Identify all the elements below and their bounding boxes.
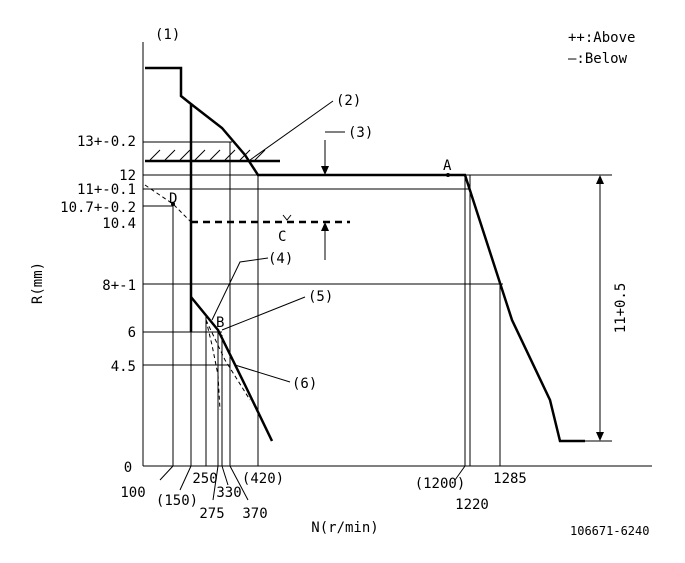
legend-above: ++:Above	[568, 30, 635, 46]
full-load-curve	[190, 103, 585, 443]
point-b-label: B	[216, 315, 224, 331]
callout-4: (4)	[268, 251, 293, 267]
ytick-6: 6	[128, 325, 136, 341]
idle-curve	[190, 296, 274, 442]
callout-3: (3)	[348, 125, 373, 141]
xtick-100: 100	[120, 485, 145, 501]
xtick-250: 250	[192, 471, 217, 487]
y-axis-label: R(mm)	[30, 262, 46, 304]
dashed-curve-b	[205, 319, 251, 401]
xtick-leader-370	[229, 465, 249, 501]
dim-11-arrow-top	[596, 175, 604, 184]
xtick-1200: (1200)	[415, 476, 466, 492]
callout-1: (1)	[155, 27, 180, 43]
dim-11-arrow-bottom	[596, 432, 604, 441]
xtick-leader-275	[212, 465, 219, 501]
xtick-330: 330	[216, 485, 241, 501]
ytick-4-5: 4.5	[111, 359, 136, 375]
leader-6	[234, 364, 291, 383]
leader-2	[249, 100, 334, 161]
leader-5	[221, 296, 306, 331]
ytick-13: 13+-0.2	[77, 134, 136, 150]
x-axis-label: N(r/min)	[311, 520, 378, 536]
point-c-label: C	[278, 229, 286, 245]
callout-2: (2)	[336, 93, 361, 109]
xtick-275: 275	[199, 506, 224, 522]
xtick-leader-150	[179, 465, 192, 491]
ytick-8: 8+-1	[102, 278, 136, 294]
ytick-12: 12	[119, 168, 136, 184]
point-a-label: A	[443, 158, 452, 174]
xtick-1285: 1285	[493, 471, 527, 487]
xtick-150: (150)	[156, 493, 198, 509]
stopper-hatch	[149, 149, 266, 161]
dashed-curve-a	[205, 319, 221, 411]
dashed-start-curve	[144, 184, 192, 223]
leader-4	[211, 257, 269, 321]
xtick-leader-100	[159, 465, 174, 481]
callout-5: (5)	[308, 289, 333, 305]
callout-6: (6)	[292, 376, 317, 392]
rack-limit-curve	[145, 66, 193, 332]
point-d-label: D	[169, 191, 177, 207]
xtick-leader-330	[221, 465, 229, 486]
point-a-marker	[446, 173, 450, 177]
point-d-marker	[171, 202, 175, 206]
legend-below: —:Below	[568, 51, 628, 67]
xtick-420: (420)	[242, 471, 284, 487]
dim-3-lower-arrow	[321, 222, 329, 231]
ytick-11: 11+-0.1	[77, 182, 136, 198]
point-c-marker	[282, 214, 292, 221]
ytick-10-7: 10.7+-0.2	[60, 200, 136, 216]
xtick-leader-1200	[454, 465, 466, 481]
ytick-10-4: 10.4	[102, 216, 136, 232]
xtick-370: 370	[242, 506, 267, 522]
drawing-number: 106671-6240	[570, 524, 649, 538]
dimension-label: 11+0.5	[613, 283, 629, 334]
xtick-1220: 1220	[455, 497, 489, 513]
origin-label: 0	[124, 460, 132, 476]
dim-3-upper-arrow	[321, 166, 329, 175]
